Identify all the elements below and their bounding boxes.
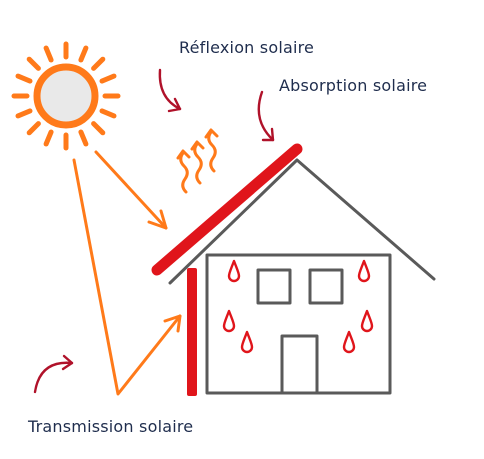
sun-ray (26, 121, 41, 136)
sun-ray (43, 129, 54, 147)
ray-transmission (72, 158, 182, 396)
sun-ray (43, 45, 54, 63)
absorbing-surfaces (151, 143, 303, 396)
house (168, 158, 436, 395)
heat-drop-icon (342, 330, 356, 354)
sun-ray (99, 108, 117, 119)
pointer-arrows (33, 68, 275, 394)
label-reflexion-solaire: Réflexion solaire (179, 38, 315, 57)
window-right (308, 268, 344, 305)
heat-drop-icon (227, 259, 241, 283)
window-left (256, 268, 292, 305)
sun-ray (78, 45, 89, 63)
curved-arrow-icon (33, 361, 74, 394)
curved-arrow-icon (261, 127, 275, 142)
door (280, 334, 319, 395)
sun-ray (91, 56, 106, 71)
label-transmission-solaire: Transmission solaire (28, 417, 194, 436)
sun-icon (11, 41, 121, 151)
label-absorption-solaire: Absorption solaire (279, 76, 428, 95)
ray-transmission-arrowhead (163, 314, 182, 333)
curved-arrow-icon (158, 68, 182, 111)
roof-outline (168, 158, 436, 285)
sun-ray (15, 108, 33, 119)
heat-waves-icon (176, 128, 219, 194)
heat-drop-icon (357, 259, 371, 283)
roof-panel (151, 143, 303, 276)
heat-drop-icon (360, 309, 374, 333)
curved-arrow-icon (61, 354, 74, 371)
sun-ray (99, 73, 117, 84)
curved-arrow-icon (167, 97, 182, 113)
wall-panel (187, 268, 197, 396)
ray-to-roof (94, 150, 168, 230)
solar-rays (72, 150, 182, 396)
heat-drops (222, 259, 374, 354)
heat-drop-icon (222, 309, 236, 333)
sun-ray (78, 129, 89, 147)
sun-ray (26, 56, 41, 71)
sun-ray (91, 121, 106, 136)
ray-to-roof-arrowhead (147, 209, 168, 230)
heat-drop-icon (240, 330, 254, 354)
curved-arrow-icon (257, 90, 275, 142)
sun-ray (15, 73, 33, 84)
